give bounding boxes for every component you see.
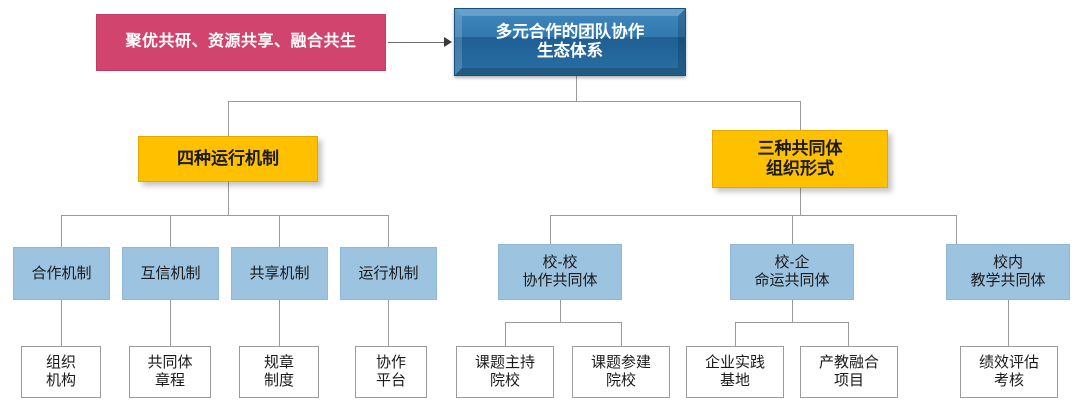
leaf-label-community-charter: 共同体 章程	[147, 354, 193, 389]
leaf-label-enterprise-practice-base: 企业实践 基地	[704, 354, 765, 389]
connector-xiaoxiao-leaf-1	[505, 322, 506, 346]
connector-leaf-drop-3	[279, 300, 280, 346]
leaf-label-organizational-structure: 组织 机构	[45, 354, 76, 389]
root-node[interactable]: 多元合作的团队协作 生态体系	[454, 8, 686, 76]
leaf-project-host-institution[interactable]: 课题主持 院校	[456, 346, 554, 398]
connector-branch1-child-4	[388, 215, 389, 247]
label-school-enterprise-community: 校-企 命运共同体	[754, 254, 830, 289]
leaf-label-project-participant-institution: 课题参建 院校	[590, 354, 651, 389]
connector-xiaoqi-down	[792, 300, 793, 323]
node-sharing-mechanism[interactable]: 共享机制	[231, 247, 328, 300]
branch-label-1: 四种运行机制	[177, 148, 279, 168]
root-label: 多元合作的团队协作 生态体系	[495, 22, 645, 60]
connector-xiaoxiao-bus	[505, 322, 622, 323]
leaf-rules-and-regulations[interactable]: 规章 制度	[239, 346, 319, 398]
leaf-label-performance-evaluation-assessment: 绩效评估 考核	[978, 354, 1039, 389]
label-in-school-teaching-community: 校内 教学共同体	[970, 254, 1046, 289]
connector-branch2-child-3	[956, 215, 957, 244]
branch-label-2: 三种共同体 组织形式	[757, 138, 843, 178]
connector-xiaoqi-leaf-1	[735, 322, 736, 346]
connector-xiaonei-leaf	[1008, 300, 1009, 346]
leaf-label-collaboration-platform: 协作 平台	[375, 354, 406, 389]
node-operation-mechanism[interactable]: 运行机制	[340, 247, 437, 300]
node-cooperation-mechanism[interactable]: 合作机制	[13, 247, 110, 300]
connector-branch2-child-2	[792, 215, 793, 244]
leaf-project-participant-institution[interactable]: 课题参建 院校	[572, 346, 670, 398]
callout-label: 聚优共研、资源共享、融合共生	[125, 33, 357, 51]
label-cooperation-mechanism: 合作机制	[31, 264, 92, 282]
connector-branch1-child-2	[170, 215, 171, 247]
connector-branch2-down	[800, 188, 801, 215]
connector-branch2-bus	[550, 215, 956, 216]
connector-level2-bus	[228, 101, 801, 102]
node-mutual-trust-mechanism[interactable]: 互信机制	[122, 247, 219, 300]
connector-branch1-child-1	[61, 215, 62, 247]
node-school-school-community[interactable]: 校-校 协作共同体	[498, 244, 622, 300]
connector-to-branch-2	[800, 101, 801, 132]
label-mutual-trust-mechanism: 互信机制	[140, 264, 201, 282]
arrow-line-callout-to-root	[388, 42, 446, 43]
leaf-performance-evaluation-assessment[interactable]: 绩效评估 考核	[960, 346, 1058, 398]
connector-xiaoqi-leaf-2	[848, 322, 849, 346]
node-school-enterprise-community[interactable]: 校-企 命运共同体	[730, 244, 854, 300]
label-sharing-mechanism: 共享机制	[249, 264, 310, 282]
connector-xiaoxiao-down	[560, 300, 561, 323]
leaf-label-industry-education-integration-project: 产教融合 项目	[818, 354, 879, 389]
connector-leaf-drop-1	[61, 300, 62, 346]
leaf-label-project-host-institution: 课题主持 院校	[474, 354, 535, 389]
leaf-label-rules-and-regulations: 规章 制度	[263, 354, 294, 389]
node-in-school-teaching-community[interactable]: 校内 教学共同体	[946, 244, 1070, 300]
leaf-organizational-structure[interactable]: 组织 机构	[21, 346, 101, 398]
label-operation-mechanism: 运行机制	[358, 264, 419, 282]
connector-branch1-child-3	[279, 215, 280, 247]
leaf-enterprise-practice-base[interactable]: 企业实践 基地	[686, 346, 784, 398]
connector-leaf-drop-4	[388, 300, 389, 346]
arrow-head-callout-to-root	[444, 37, 452, 47]
connector-branch2-child-1	[550, 215, 551, 244]
branch-node-operating-mechanisms[interactable]: 四种运行机制	[138, 136, 318, 182]
leaf-industry-education-integration-project[interactable]: 产教融合 项目	[800, 346, 898, 398]
connector-xiaoqi-bus	[735, 322, 848, 323]
leaf-community-charter[interactable]: 共同体 章程	[129, 346, 211, 398]
connector-root-down	[576, 76, 577, 102]
label-school-school-community: 校-校 协作共同体	[522, 254, 598, 289]
connector-to-branch-1	[228, 101, 229, 138]
branch-node-community-forms[interactable]: 三种共同体 组织形式	[712, 130, 888, 188]
callout-box[interactable]: 聚优共研、资源共享、融合共生	[96, 14, 386, 71]
connector-branch1-bus	[61, 215, 388, 216]
connector-leaf-drop-2	[170, 300, 171, 346]
leaf-collaboration-platform[interactable]: 协作 平台	[355, 346, 427, 398]
connector-branch1-down	[228, 182, 229, 215]
connector-xiaoxiao-leaf-2	[621, 322, 622, 346]
